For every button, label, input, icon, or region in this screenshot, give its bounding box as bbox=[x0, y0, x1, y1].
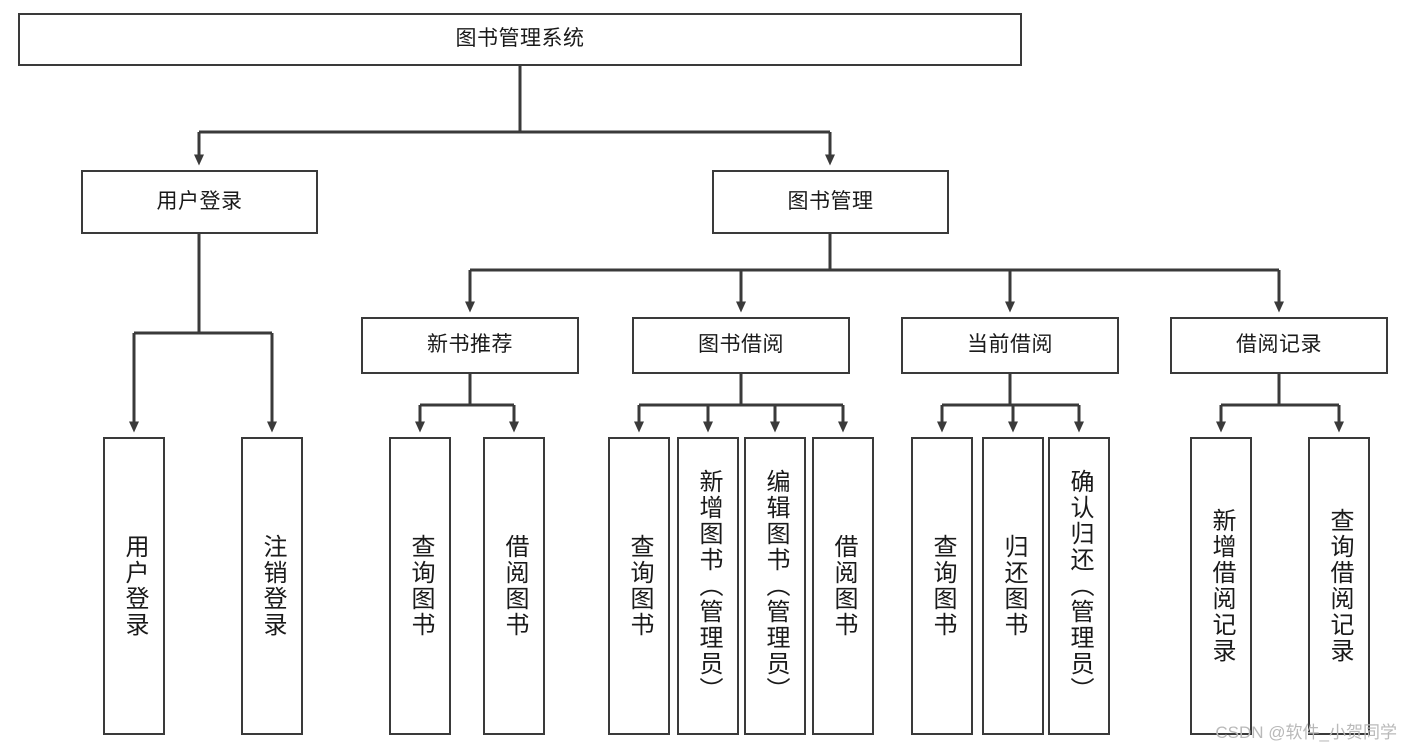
node-book-manage[interactable]: 图书管理 bbox=[712, 170, 949, 234]
node-user-login-label: 用户登录 bbox=[156, 189, 243, 213]
node-leaf-user-login[interactable]: 用户登录 bbox=[103, 437, 165, 735]
node-leaf-logout-login[interactable]: 注销登录 bbox=[241, 437, 303, 735]
node-leaf-borrow-book[interactable]: 借阅图书 bbox=[812, 437, 874, 735]
node-leaf-query-book-current[interactable]: 查询图书 bbox=[911, 437, 973, 735]
node-leaf-return-book[interactable]: 归还图书 bbox=[982, 437, 1044, 735]
node-leaf-return-book-label: 归还图书 bbox=[999, 534, 1027, 638]
node-leaf-add-book[interactable]: 新增图书（管理员） bbox=[677, 437, 739, 735]
node-leaf-borrow-book-recommend[interactable]: 借阅图书 bbox=[483, 437, 545, 735]
node-leaf-user-login-label: 用户登录 bbox=[120, 534, 148, 638]
node-new-book-recommend-label: 新书推荐 bbox=[427, 333, 513, 357]
node-leaf-logout-login-label: 注销登录 bbox=[258, 534, 286, 638]
csdn-watermark: CSDN @软件_小贺同学 bbox=[1215, 723, 1397, 742]
node-leaf-edit-book[interactable]: 编辑图书（管理员） bbox=[744, 437, 806, 735]
node-leaf-query-book-recommend[interactable]: 查询图书 bbox=[389, 437, 451, 735]
node-leaf-query-borrow-record[interactable]: 查询借阅记录 bbox=[1308, 437, 1370, 735]
node-root[interactable]: 图书管理系统 bbox=[18, 13, 1022, 66]
node-leaf-query-book-borrow-label: 查询图书 bbox=[625, 534, 653, 638]
node-leaf-confirm-return[interactable]: 确认归还（管理员） bbox=[1048, 437, 1110, 735]
node-user-login[interactable]: 用户登录 bbox=[81, 170, 318, 234]
node-book-manage-label: 图书管理 bbox=[787, 189, 874, 213]
node-borrow-record-label: 借阅记录 bbox=[1236, 333, 1322, 357]
node-leaf-add-borrow-record-label: 新增借阅记录 bbox=[1207, 508, 1235, 664]
node-leaf-add-borrow-record[interactable]: 新增借阅记录 bbox=[1190, 437, 1252, 735]
node-leaf-borrow-book-label: 借阅图书 bbox=[829, 534, 857, 638]
node-leaf-query-book-borrow[interactable]: 查询图书 bbox=[608, 437, 670, 735]
node-book-borrow-label: 图书借阅 bbox=[698, 333, 784, 357]
node-borrow-record[interactable]: 借阅记录 bbox=[1170, 317, 1388, 374]
node-leaf-query-book-recommend-label: 查询图书 bbox=[406, 534, 434, 638]
node-leaf-query-book-current-label: 查询图书 bbox=[928, 534, 956, 638]
node-leaf-confirm-return-label: 确认归还（管理员） bbox=[1065, 469, 1093, 703]
node-root-label: 图书管理系统 bbox=[455, 27, 585, 51]
node-leaf-add-book-label: 新增图书（管理员） bbox=[694, 469, 722, 703]
node-new-book-recommend[interactable]: 新书推荐 bbox=[361, 317, 579, 374]
node-leaf-query-borrow-record-label: 查询借阅记录 bbox=[1325, 508, 1353, 664]
node-current-borrow-label: 当前借阅 bbox=[967, 333, 1053, 357]
node-leaf-borrow-book-recommend-label: 借阅图书 bbox=[500, 534, 528, 638]
node-book-borrow[interactable]: 图书借阅 bbox=[632, 317, 850, 374]
node-current-borrow[interactable]: 当前借阅 bbox=[901, 317, 1119, 374]
node-leaf-edit-book-label: 编辑图书（管理员） bbox=[761, 469, 789, 703]
